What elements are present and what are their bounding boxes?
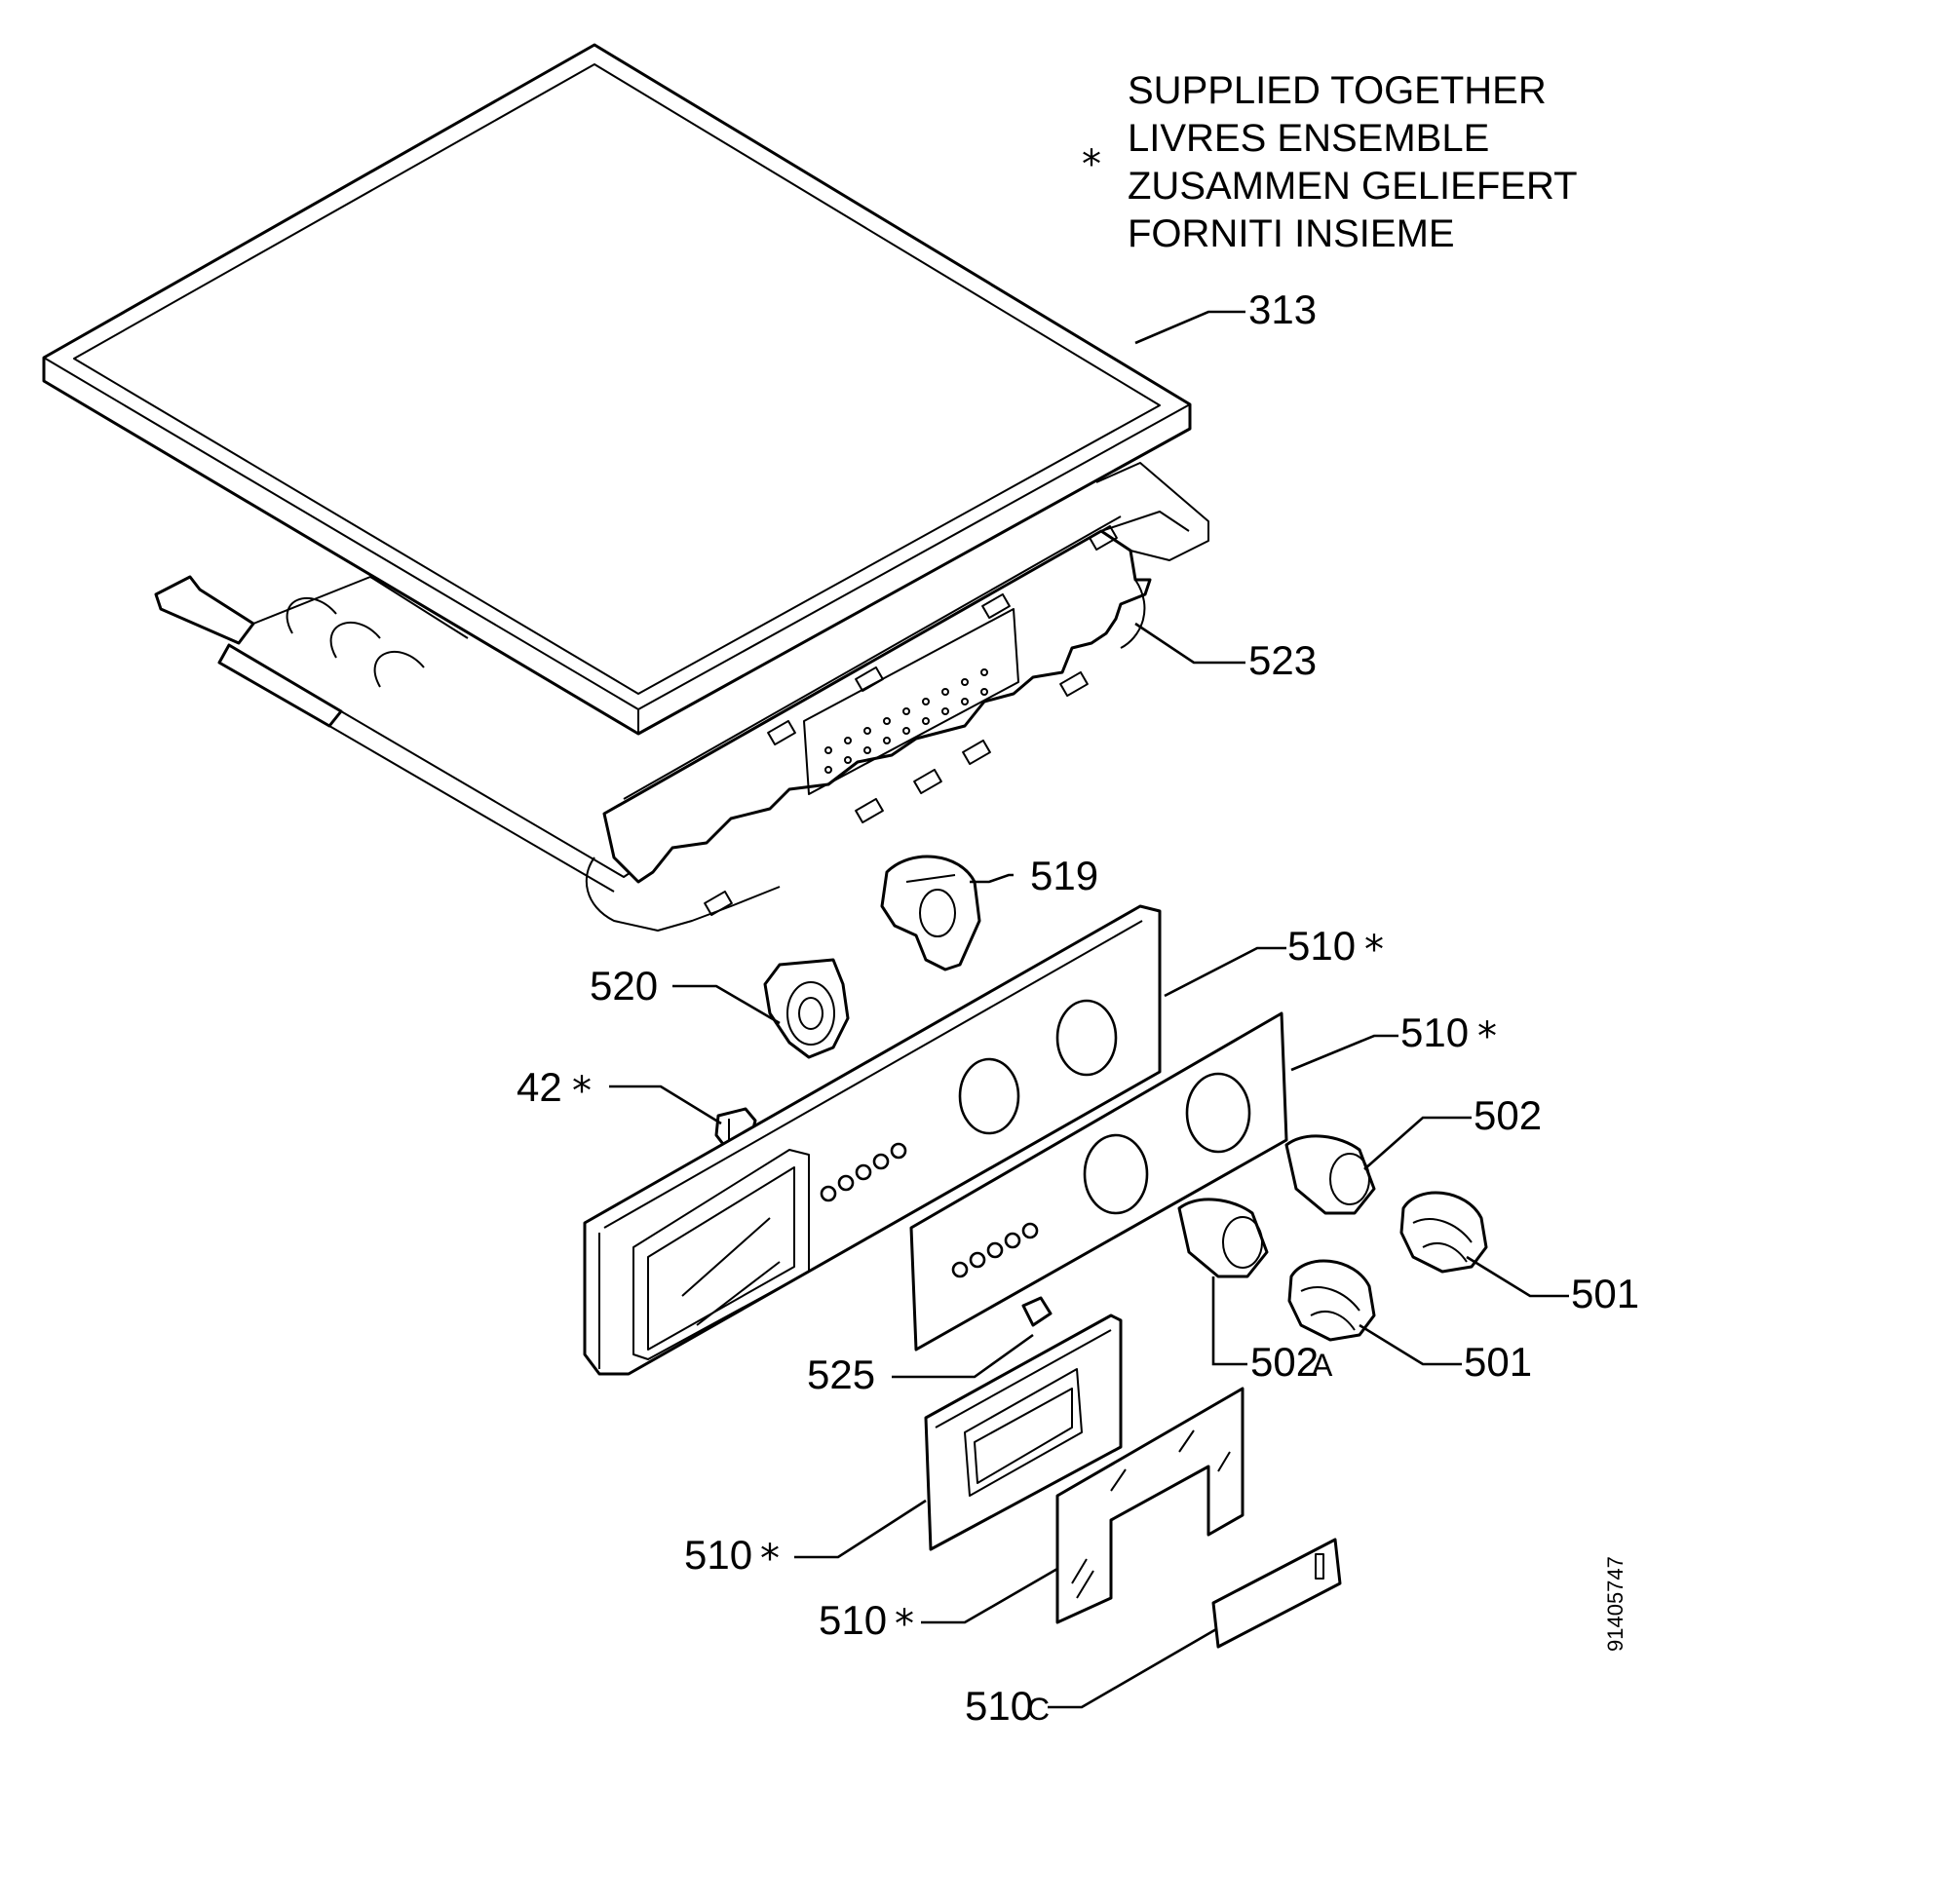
panel-overlay	[909, 1011, 1288, 1352]
legend-line-de: ZUSAMMEN GELIEFERT	[1128, 165, 1578, 208]
callout-523: 523	[1248, 637, 1317, 683]
adapter-502	[1284, 1134, 1376, 1215]
knob-501-lower	[1287, 1259, 1376, 1342]
callout-510c-suffix: C	[1027, 1692, 1050, 1727]
callout-520: 520	[590, 963, 658, 1009]
callout-510-drawer-front-asterisk: *	[760, 1537, 780, 1581]
callout-510-drawer-front: 510	[684, 1532, 752, 1578]
worktop-lid	[42, 43, 1192, 736]
legend-asterisk: *	[1082, 142, 1101, 187]
drawing-code: 91405747	[1603, 1556, 1628, 1652]
legend-line-en: SUPPLIED TOGETHER	[1128, 69, 1547, 112]
callout-502: 502	[1474, 1092, 1542, 1138]
callout-510-drawer-window: 510	[819, 1597, 887, 1643]
callout-510-panel-overlay: 510	[1400, 1009, 1469, 1055]
drawer-window	[1055, 1387, 1245, 1624]
label-plate	[1211, 1538, 1342, 1649]
callout-510-drawer-window-asterisk: *	[895, 1602, 914, 1647]
legend: * SUPPLIED TOGETHER LIVRES ENSEMBLE ZUSA…	[1082, 69, 1578, 255]
callout-42-asterisk: *	[572, 1069, 592, 1114]
callout-510-panel-overlay-asterisk: *	[1477, 1014, 1497, 1059]
callout-510c: 510	[965, 1683, 1033, 1729]
pin-525	[1021, 1296, 1053, 1327]
callout-501-upper: 501	[1571, 1271, 1639, 1316]
callout-525: 525	[807, 1352, 875, 1397]
knob-501-upper	[1399, 1191, 1488, 1274]
panel-support-frame	[154, 462, 1209, 932]
drawer-front	[924, 1314, 1123, 1551]
bracket-520	[763, 958, 850, 1059]
callout-510-control-panel-asterisk: *	[1364, 928, 1384, 972]
legend-line-fr: LIVRES ENSEMBLE	[1128, 117, 1489, 160]
callout-42: 42	[517, 1064, 562, 1110]
callout-502a-suffix: A	[1312, 1348, 1333, 1383]
adapter-502a	[1177, 1198, 1269, 1278]
callout-510-control-panel: 510	[1287, 923, 1356, 969]
leader-lines	[609, 310, 1569, 1709]
callout-519: 519	[1030, 853, 1098, 898]
bracket-519	[880, 855, 981, 971]
callout-313: 313	[1248, 286, 1317, 332]
legend-line-it: FORNITI INSIEME	[1128, 212, 1455, 255]
callout-501-lower: 501	[1464, 1339, 1532, 1385]
callout-502a: 502	[1250, 1339, 1319, 1385]
control-panel	[583, 904, 1162, 1376]
